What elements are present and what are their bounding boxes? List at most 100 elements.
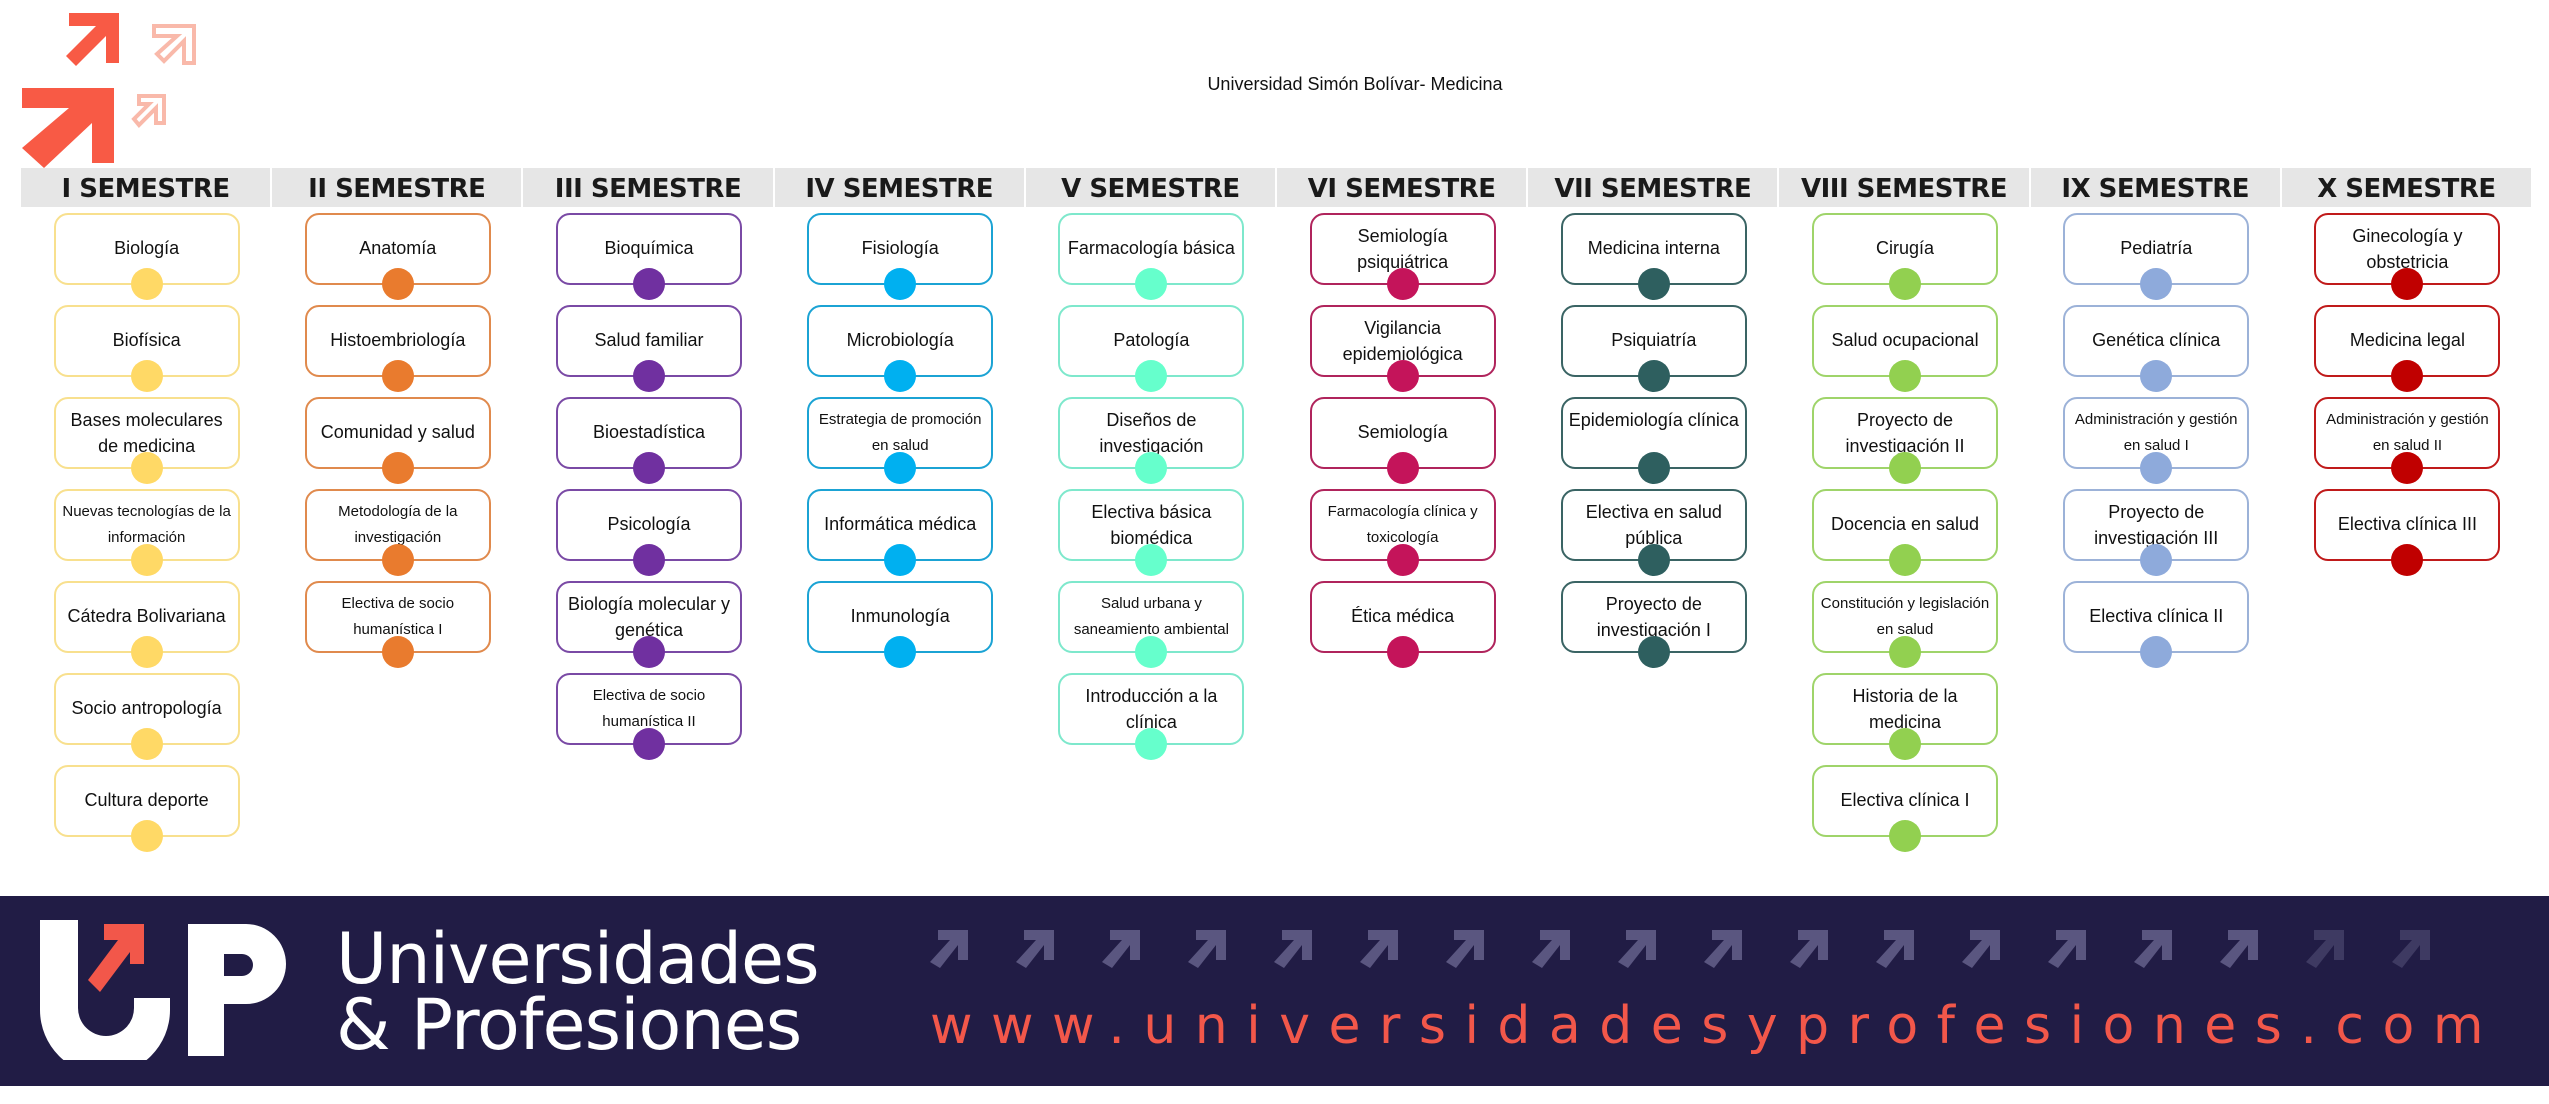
semester-header: X SEMESTRE <box>2282 168 2534 207</box>
arrow-icon <box>1960 930 2018 975</box>
course-dot-icon <box>2391 544 2424 576</box>
course-name: Proyecto de investigación I <box>1596 594 1711 640</box>
course-name: Nuevas tecnologías de la información <box>62 503 231 546</box>
course-dot-icon <box>1135 544 1168 576</box>
course-dot-icon <box>1135 268 1168 300</box>
course-name: Patología <box>1113 330 1190 350</box>
course-card: Administración y gestión en salud I <box>2063 397 2250 484</box>
course-card: Fisiología <box>807 213 994 300</box>
course-card: Farmacología clínica y toxicología <box>1309 489 1496 576</box>
course-card: Psiquiatría <box>1560 305 1747 392</box>
course-card: Socio antropología <box>53 673 240 760</box>
course-dot-icon <box>633 544 665 576</box>
course-card: Proyecto de investigación II <box>1812 397 1999 484</box>
course-dot-icon <box>381 360 414 392</box>
course-name: Biofísica <box>112 330 181 350</box>
course-card: Electiva de socio humanística II <box>556 673 742 760</box>
semester-header: II SEMESTRE <box>272 168 524 207</box>
course-dot-icon <box>1889 820 1922 852</box>
course-dot-icon <box>1889 544 1922 576</box>
course-name: Bioestadística <box>592 422 706 442</box>
course-card: Biofísica <box>53 305 240 392</box>
course-card: Semiología <box>1309 397 1496 484</box>
course-dot-icon <box>1386 268 1419 300</box>
course-dot-icon <box>130 452 163 484</box>
semester-header: VIII SEMESTRE <box>1779 168 2031 207</box>
course-dot-icon <box>633 268 665 300</box>
course-card: Informática médica <box>807 489 994 576</box>
course-name: Bases moleculares de medicina <box>70 410 223 456</box>
course-card: Estrategia de promoción en salud <box>807 397 994 484</box>
course-name: Cultura deporte <box>84 790 209 810</box>
course-name: Semiología <box>1357 422 1448 442</box>
arrow-icon <box>1874 930 1932 975</box>
semester-header: I SEMESTRE <box>21 168 273 207</box>
semester-header: IV SEMESTRE <box>775 168 1026 207</box>
course-dot-icon <box>2140 452 2173 484</box>
course-dot-icon <box>884 452 917 484</box>
course-name: Socio antropología <box>71 698 222 718</box>
course-card: Cátedra Bolivariana <box>53 581 240 668</box>
page-title: Universidad Simón Bolívar- Medicina <box>1207 74 1503 94</box>
course-name: Cirugía <box>1876 238 1935 258</box>
course-dot-icon <box>1386 360 1419 392</box>
course-dot-icon <box>2140 268 2173 300</box>
course-card: Biología <box>53 213 240 300</box>
course-card: Historia de la medicina <box>1812 673 1999 760</box>
course-card: Medicina legal <box>2314 305 2501 392</box>
course-name: Informática médica <box>824 514 977 534</box>
course-dot-icon <box>2391 452 2424 484</box>
course-card: Ética médica <box>1309 581 1496 668</box>
arrow-icon <box>2304 930 2362 975</box>
course-card: Metodología de la investigación <box>304 489 491 576</box>
course-dot-icon <box>1889 360 1922 392</box>
course-name: Electiva de socio humanística II <box>592 687 706 730</box>
course-card: Vigilancia epidemiológica <box>1309 305 1496 392</box>
course-dot-icon <box>884 636 917 668</box>
course-dot-icon <box>1889 268 1922 300</box>
course-dot-icon <box>381 636 414 668</box>
course-name: Docencia en salud <box>1830 514 1980 534</box>
course-name: Proyecto de investigación II <box>1845 410 1965 456</box>
course-card: Electiva clínica II <box>2063 581 2250 668</box>
course-card: Docencia en salud <box>1812 489 1999 576</box>
course-card: Proyecto de investigación I <box>1560 581 1747 668</box>
arrow-icon <box>1788 930 1846 975</box>
course-dot-icon <box>1386 544 1419 576</box>
course-name: Metodología de la investigación <box>338 503 458 546</box>
course-dot-icon <box>1135 452 1168 484</box>
course-dot-icon <box>130 820 163 852</box>
course-name: Microbiología <box>846 330 954 350</box>
up-logo <box>38 920 308 1075</box>
brand-line-1: Universidades <box>336 918 820 1000</box>
course-name: Farmacología básica <box>1067 238 1235 258</box>
course-card: Psicología <box>556 489 742 576</box>
course-dot-icon <box>1637 636 1670 668</box>
course-name: Inmunología <box>850 606 950 626</box>
course-name: Farmacología clínica y toxicología <box>1327 503 1478 546</box>
course-dot-icon <box>884 360 917 392</box>
semester-header: III SEMESTRE <box>523 168 775 207</box>
course-name: Vigilancia epidemiológica <box>1342 318 1463 364</box>
course-name: Comunidad y salud <box>320 422 475 442</box>
course-dot-icon <box>2391 360 2424 392</box>
course-name: Cátedra Bolivariana <box>67 606 226 626</box>
course-card: Salud urbana y saneamiento ambiental <box>1058 581 1245 668</box>
course-card: Salud familiar <box>556 305 742 392</box>
course-dot-icon <box>1637 268 1670 300</box>
website-url[interactable]: www.universidadesyprofesiones.com <box>930 996 2502 1056</box>
course-name: Proyecto de investigación III <box>2094 502 2219 548</box>
course-name: Salud familiar <box>594 330 704 350</box>
course-dot-icon <box>130 544 163 576</box>
course-dot-icon <box>633 728 665 760</box>
course-name: Electiva clínica II <box>2089 606 2224 626</box>
course-name: Biología <box>114 238 180 258</box>
